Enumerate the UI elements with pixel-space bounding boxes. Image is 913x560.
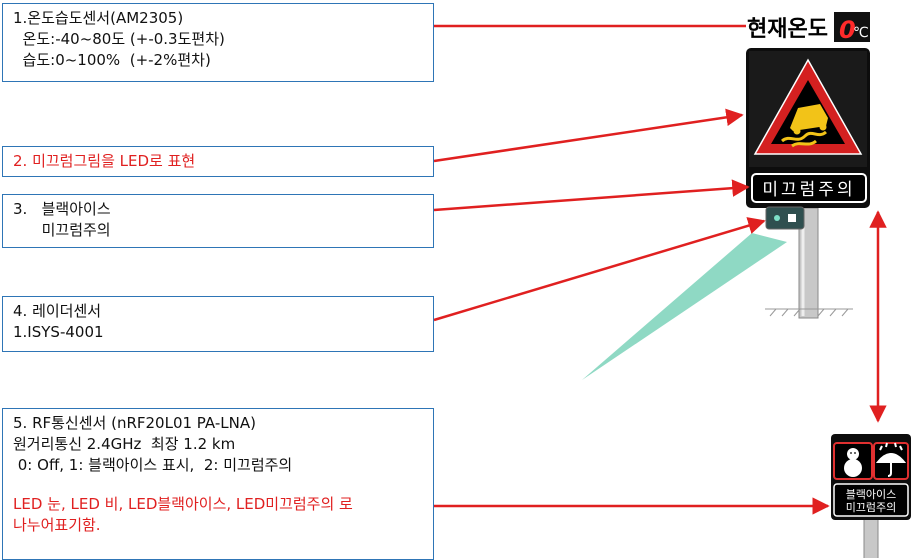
display-line-1: 3. 블랙아이스: [13, 200, 111, 218]
main-sign: 미끄럼주의: [746, 48, 870, 208]
arrow-display: [433, 179, 750, 212]
temp-label: 현재온도: [747, 17, 828, 42]
ground-hatch: [765, 308, 853, 317]
umbrella-icon: [875, 442, 907, 477]
temp-value: 0: [839, 16, 856, 44]
rf-note-1: LED 눈, LED 비, LED블랙아이스, LED미끄럼주의 로: [13, 495, 353, 513]
skidding-car-icon: [781, 104, 828, 148]
temperature-display: 현재온도 0 ℃: [746, 8, 870, 44]
rf-range: 원거리통신 2.4GHz 최장 1.2 km: [13, 435, 236, 453]
rf-title: 5. RF통신센서 (nRF20L01 PA-LNA): [13, 414, 256, 432]
small-sign-line-2: 미끄럼주의: [846, 501, 897, 514]
sensor-humidity-range: 습도:0~100% (+-2%편차): [13, 51, 211, 69]
rf-note-2: 나누어표기함.: [13, 516, 101, 534]
sensor-temp-range: 온도:-40~80도 (+-0.3도편차): [13, 30, 225, 48]
led-picture-text: 2. 미끄럼그림을 LED로 표현: [13, 152, 196, 170]
small-sign-pole: [863, 514, 879, 558]
rf-box: 5. RF통신센서 (nRF20L01 PA-LNA) 원거리통신 2.4GHz…: [2, 408, 434, 560]
warning-text: 미끄럼주의: [762, 180, 855, 200]
radar-sensor: [765, 206, 805, 230]
arrow-radar: [433, 217, 766, 322]
arrow-led-picture: [433, 108, 744, 163]
snowman-icon: [844, 448, 862, 477]
radar-beam: [582, 233, 787, 380]
radar-model: 1.ISYS-4001: [13, 323, 104, 341]
small-sign: 블랙아이스 미끄럼주의: [831, 434, 911, 520]
radar-title: 4. 레이더센서: [13, 302, 102, 320]
sensor-title: 1.온도습도센서(AM2305): [13, 9, 184, 27]
radar-box: 4. 레이더센서 1.ISYS-4001: [2, 296, 434, 352]
temp-unit: ℃: [853, 25, 869, 41]
rf-modes: 0: Off, 1: 블랙아이스 표시, 2: 미끄럼주의: [13, 456, 293, 474]
sensor-box: 1.온도습도센서(AM2305) 온도:-40~80도 (+-0.3도편차) 습…: [2, 3, 434, 82]
display-box: 3. 블랙아이스 미끄럼주의: [2, 194, 434, 248]
small-sign-line-1: 블랙아이스: [846, 488, 897, 501]
display-line-2: 미끄럼주의: [13, 221, 111, 239]
led-picture-box: 2. 미끄럼그림을 LED로 표현: [2, 146, 434, 177]
